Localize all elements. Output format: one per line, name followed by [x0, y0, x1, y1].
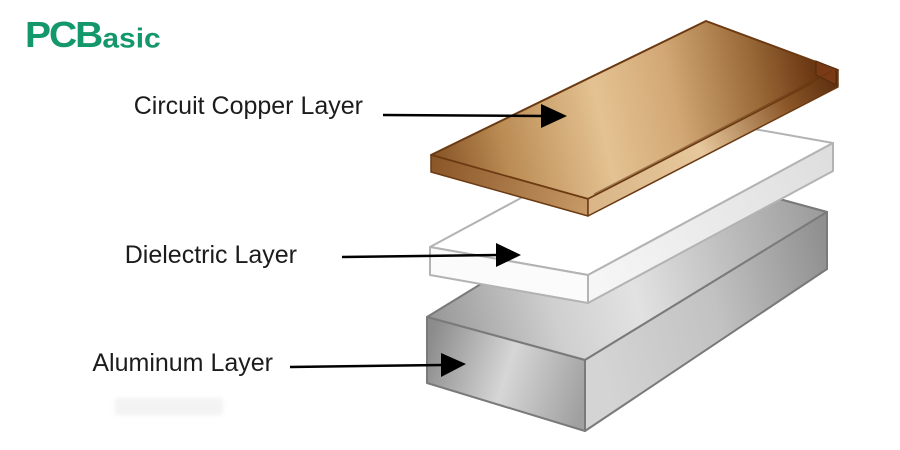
callout-arrows: [289, 104, 567, 377]
dielectric-side-face: [587, 142, 834, 304]
logo-text-bold: PCB: [25, 15, 103, 56]
dielectric-layer-shape: [429, 114, 834, 304]
arrow-dielectric: [341, 243, 521, 267]
copper-side-face: [587, 69, 839, 217]
arrow-aluminum: [289, 353, 466, 377]
copper-bevel-line: [593, 70, 833, 195]
copper-layer-shape: [430, 20, 839, 217]
label-dielectric-layer: Dielectric Layer: [124, 241, 297, 269]
logo-text-rest: asic: [102, 23, 161, 54]
pcbasic-logo: PCB asic: [25, 16, 161, 55]
label-aluminum-layer: Aluminum Layer: [92, 349, 273, 377]
watermark: [115, 398, 223, 415]
aluminum-side-face: [584, 211, 828, 432]
arrow-copper: [382, 104, 567, 128]
copper-end-notch: [815, 60, 837, 86]
label-circuit-copper-layer: Circuit Copper Layer: [133, 92, 363, 120]
